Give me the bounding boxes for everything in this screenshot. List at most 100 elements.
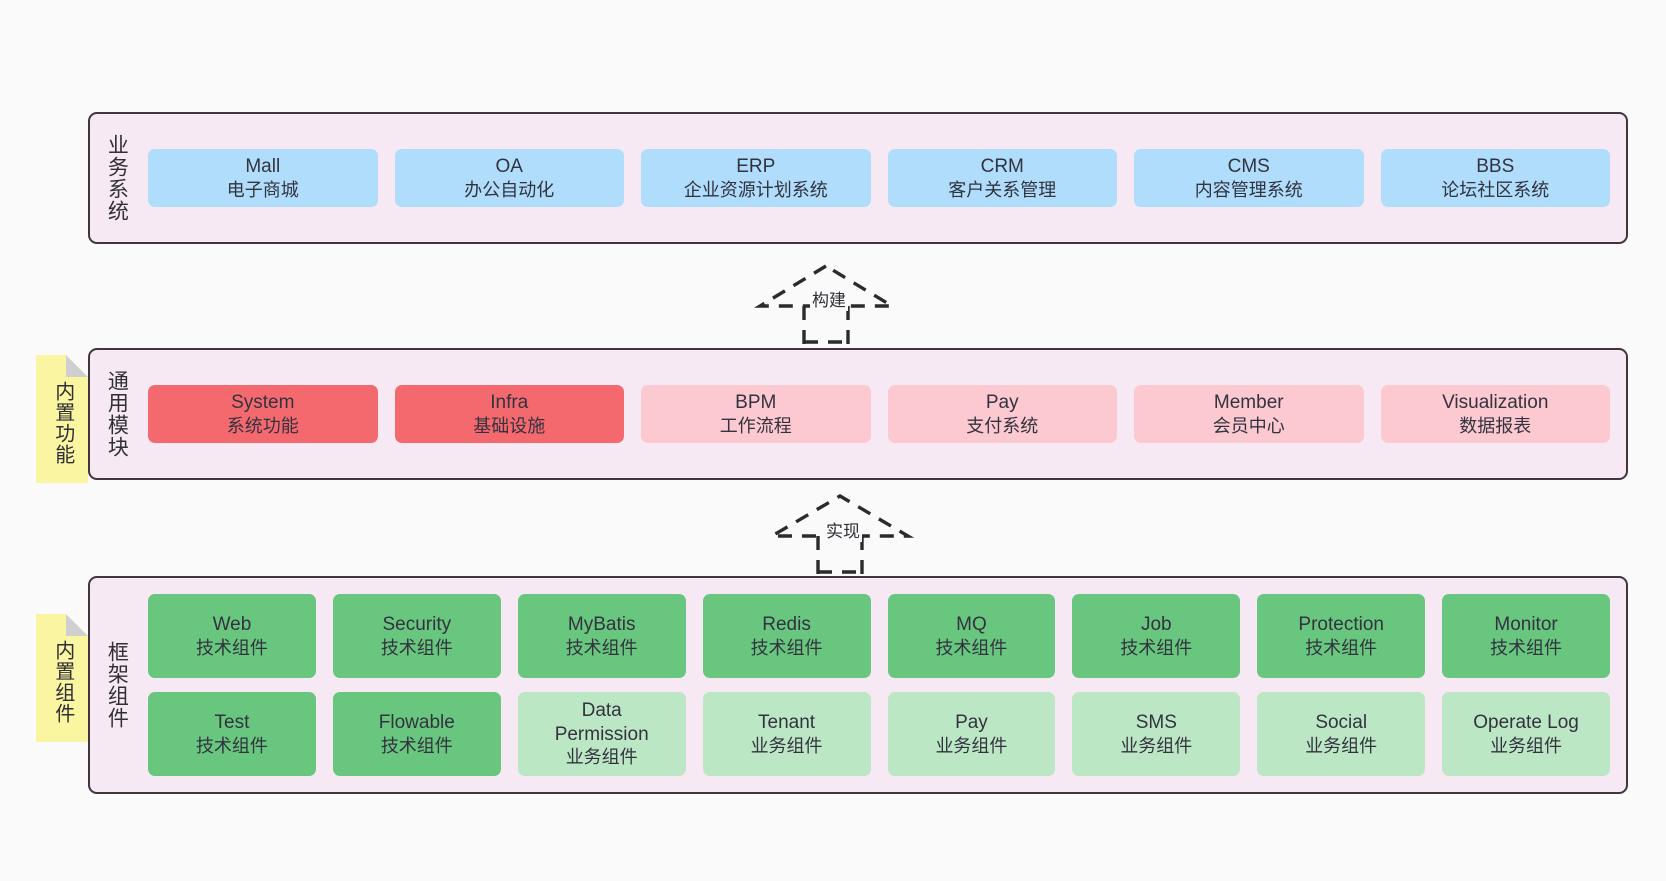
connector-implement-label: 实现 (824, 517, 862, 542)
node-title: MQ (956, 614, 987, 636)
node-title: Mall (245, 156, 281, 178)
node-subtitle: 内容管理系统 (1194, 179, 1303, 200)
node-infra[interactable]: Infra 基础设施 (394, 385, 624, 443)
node-row: Test 技术组件 Flowable 技术组件 Data Permission … (148, 692, 1610, 776)
node-security[interactable]: Security 技术组件 (332, 594, 501, 678)
node-title: BPM (735, 392, 777, 414)
node-title: Test (214, 712, 250, 734)
node-subtitle: 技术组件 (195, 637, 268, 658)
layer-body-business-system: Mall 电子商城 OA 办公自动化 ERP 企业资源计划系统 CRM 客户关系… (142, 114, 1626, 242)
node-subtitle: 业务组件 (1305, 735, 1378, 756)
note-builtin-function: 内置功能 (36, 355, 88, 483)
node-subtitle: 技术组件 (380, 735, 453, 756)
layer-body-common-module: System 系统功能 Infra 基础设施 BPM 工作流程 Pay 支付系统… (142, 350, 1626, 478)
node-title: Redis (762, 614, 811, 636)
node-pay-component[interactable]: Pay 业务组件 (887, 692, 1056, 776)
node-test[interactable]: Test 技术组件 (148, 692, 316, 776)
node-monitor[interactable]: Monitor 技术组件 (1442, 594, 1610, 678)
node-flowable[interactable]: Flowable 技术组件 (332, 692, 501, 776)
node-title: CMS (1227, 156, 1270, 178)
node-subtitle: 支付系统 (966, 415, 1039, 436)
node-title: Web (212, 614, 252, 636)
connector-build-label: 构建 (810, 286, 848, 311)
node-pay-module[interactable]: Pay 支付系统 (887, 385, 1117, 443)
node-cms[interactable]: CMS 内容管理系统 (1134, 149, 1364, 207)
node-subtitle: 技术组件 (1120, 637, 1193, 658)
node-subtitle: 技术组件 (380, 637, 453, 658)
node-title: Infra (490, 392, 529, 414)
node-subtitle: 工作流程 (719, 415, 792, 436)
node-title: Social (1315, 712, 1368, 734)
node-tenant[interactable]: Tenant 业务组件 (702, 692, 871, 776)
node-title: CRM (980, 156, 1024, 178)
node-crm[interactable]: CRM 客户关系管理 (887, 149, 1117, 207)
node-subtitle: 论坛社区系统 (1441, 179, 1550, 200)
node-web[interactable]: Web 技术组件 (148, 594, 316, 678)
node-mall[interactable]: Mall 电子商城 (148, 149, 378, 207)
node-subtitle: 技术组件 (565, 637, 638, 658)
node-subtitle: 技术组件 (935, 637, 1008, 658)
layer-common-module: 通用模块 System 系统功能 Infra 基础设施 BPM 工作流程 Pay… (88, 348, 1628, 480)
node-title: Operate Log (1473, 712, 1579, 734)
node-job[interactable]: Job 技术组件 (1072, 594, 1241, 678)
node-social[interactable]: Social 业务组件 (1257, 692, 1426, 776)
node-visualization[interactable]: Visualization 数据报表 (1380, 385, 1610, 443)
node-title: Monitor (1494, 614, 1558, 636)
node-subtitle: 技术组件 (1490, 637, 1563, 658)
layer-framework-component: 框架组件 Web 技术组件 Security 技术组件 MyBatis 技术组件… (88, 576, 1628, 794)
node-title: Job (1140, 614, 1172, 636)
node-title: Pay (955, 712, 988, 734)
node-member[interactable]: Member 会员中心 (1134, 385, 1364, 443)
node-protection[interactable]: Protection 技术组件 (1257, 594, 1426, 678)
node-title: Flowable (378, 712, 455, 734)
node-subtitle: 会员中心 (1212, 415, 1285, 436)
layer-label-common-module: 通用模块 (105, 370, 129, 458)
node-row: System 系统功能 Infra 基础设施 BPM 工作流程 Pay 支付系统… (148, 385, 1610, 443)
node-subtitle: 数据报表 (1459, 415, 1532, 436)
node-bbs[interactable]: BBS 论坛社区系统 (1380, 149, 1610, 207)
connector-implement: 实现 (765, 492, 926, 574)
node-subtitle: 客户关系管理 (948, 179, 1057, 200)
layer-label-framework-component: 框架组件 (105, 641, 129, 729)
node-title: MyBatis (567, 614, 636, 636)
node-subtitle: 业务组件 (1490, 735, 1563, 756)
node-data-permission[interactable]: Data Permission 业务组件 (517, 692, 686, 776)
node-subtitle: 企业资源计划系统 (683, 179, 828, 200)
connector-implement-arrow (765, 494, 915, 574)
node-row: Mall 电子商城 OA 办公自动化 ERP 企业资源计划系统 CRM 客户关系… (148, 149, 1610, 207)
node-redis[interactable]: Redis 技术组件 (702, 594, 871, 678)
node-subtitle: 电子商城 (226, 179, 299, 200)
connector-build-arrow (753, 264, 899, 344)
node-subtitle: 技术组件 (750, 637, 823, 658)
node-oa[interactable]: OA 办公自动化 (394, 149, 624, 207)
node-title: Visualization (1442, 392, 1549, 414)
node-title: System (231, 392, 295, 414)
node-subtitle: 业务组件 (1120, 735, 1193, 756)
connector-build: 构建 (752, 258, 912, 344)
note-builtin-function-label: 内置功能 (51, 381, 74, 465)
node-subtitle: 业务组件 (935, 735, 1008, 756)
node-mybatis[interactable]: MyBatis 技术组件 (517, 594, 686, 678)
node-title: Member (1213, 392, 1284, 414)
node-title: Data Permission (554, 700, 649, 745)
node-subtitle: 办公自动化 (464, 179, 555, 200)
node-operate-log[interactable]: Operate Log 业务组件 (1442, 692, 1610, 776)
layer-label-business-system: 业务系统 (105, 134, 129, 222)
node-subtitle: 技术组件 (195, 735, 268, 756)
node-system[interactable]: System 系统功能 (148, 385, 378, 443)
node-title: SMS (1135, 712, 1177, 734)
node-sms[interactable]: SMS 业务组件 (1072, 692, 1241, 776)
layer-body-framework-component: Web 技术组件 Security 技术组件 MyBatis 技术组件 Redi… (142, 578, 1626, 792)
node-mq[interactable]: MQ 技术组件 (887, 594, 1056, 678)
node-erp[interactable]: ERP 企业资源计划系统 (641, 149, 871, 207)
node-title: OA (495, 156, 523, 178)
node-title: Security (382, 614, 452, 636)
node-bpm[interactable]: BPM 工作流程 (641, 385, 871, 443)
node-subtitle: 业务组件 (750, 735, 823, 756)
node-subtitle: 业务组件 (565, 747, 638, 768)
node-title: Protection (1298, 614, 1384, 636)
node-subtitle: 系统功能 (226, 415, 299, 436)
note-builtin-component: 内置组件 (36, 614, 88, 742)
node-subtitle: 技术组件 (1305, 637, 1378, 658)
node-title: ERP (736, 156, 776, 178)
